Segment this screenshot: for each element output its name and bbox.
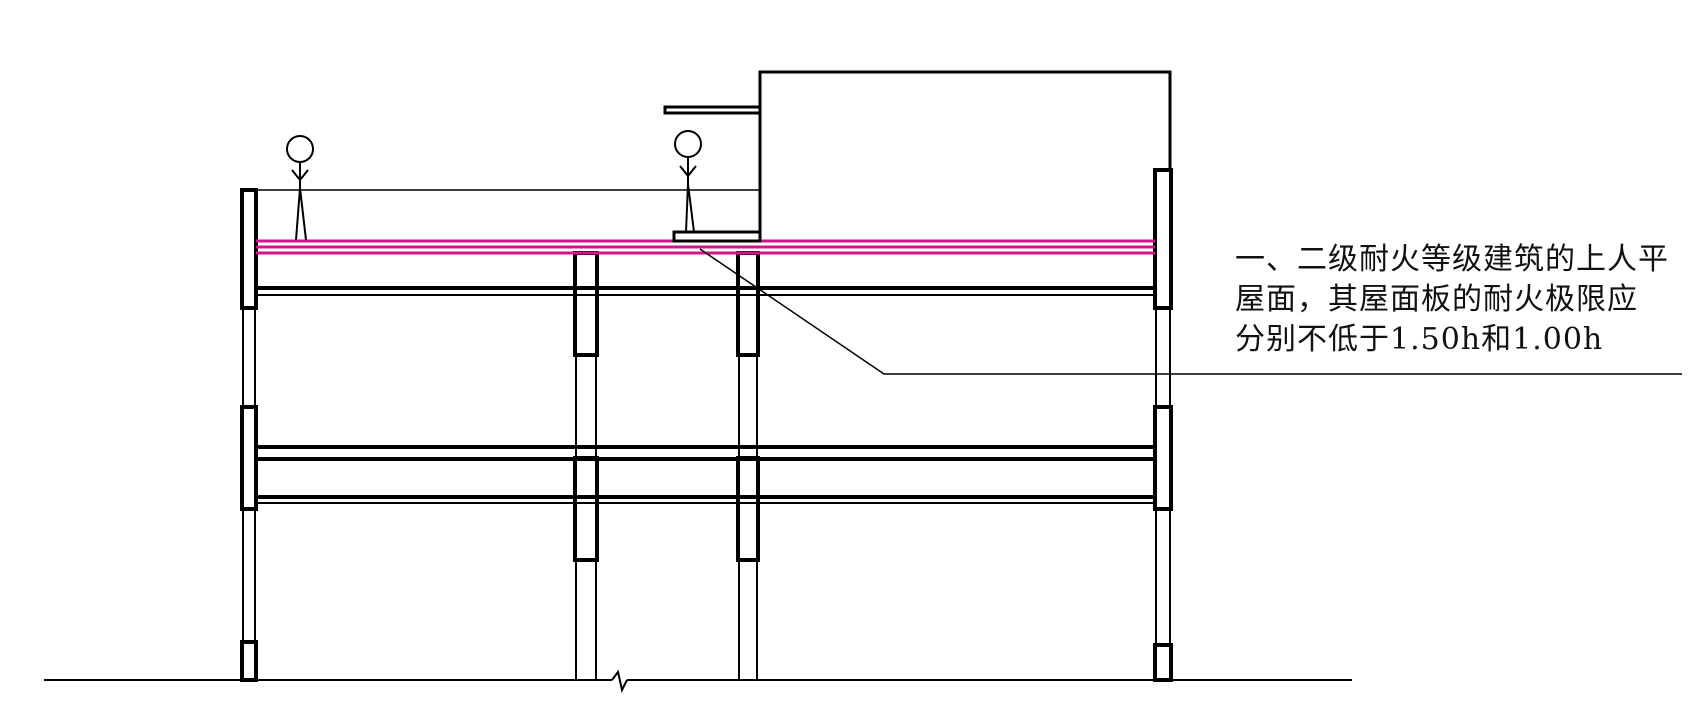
column-middle-left: [575, 253, 597, 680]
annotation-line-3: 分别不低于1.50h和1.00h: [1235, 322, 1604, 357]
leader-line: [699, 248, 1682, 375]
roof-slab-annotation: 一、二级耐火等级建筑的上人平 屋面，其屋面板的耐火极限应 分别不低于1.50h和…: [1235, 240, 1695, 360]
person-figure-right: [674, 130, 702, 233]
column-left: [242, 190, 256, 680]
annotation-line-1: 一、二级耐火等级建筑的上人平: [1235, 242, 1669, 277]
middle-floor-slab: [256, 445, 1155, 461]
roof-slab-highlight: [256, 239, 1155, 255]
annotation-line-2: 屋面，其屋面板的耐火极限应: [1235, 282, 1638, 317]
step-landing: [672, 230, 762, 243]
person-figure-left: [286, 135, 314, 241]
lower-floor-slab: [256, 495, 1155, 504]
upper-floor-slab: [256, 286, 1155, 296]
column-middle-right: [738, 253, 758, 680]
upper-volume: [758, 70, 1172, 238]
canopy: [663, 105, 762, 115]
column-right: [1155, 170, 1171, 680]
ground-line: [44, 669, 1352, 693]
